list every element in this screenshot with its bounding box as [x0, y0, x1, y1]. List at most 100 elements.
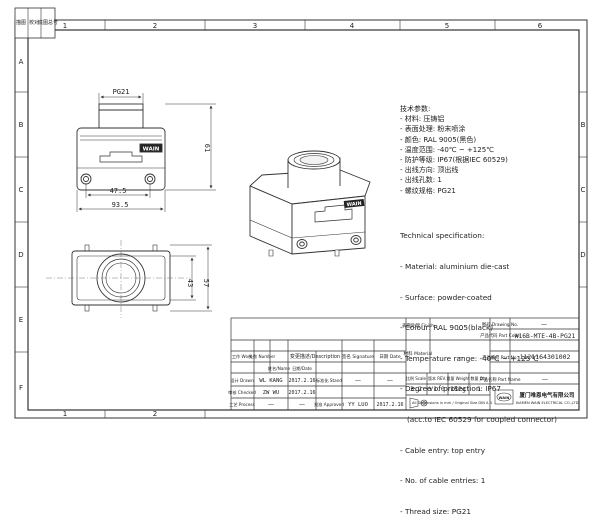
col-label-1-bottom: 1 [63, 410, 67, 418]
dim-width-47-5 [85, 184, 151, 198]
dim-pg21-label: PG21 [113, 88, 130, 96]
row-label-c-right: C [581, 186, 586, 194]
dim-width-93-5 [76, 190, 166, 212]
row1-std-val: — [355, 377, 361, 384]
front-view [76, 103, 166, 191]
front-view-logo: WAIN [143, 147, 160, 153]
row2-name: ZW WU [263, 390, 280, 396]
notes-cn-item: - 出线方向: 顶出线 [400, 166, 459, 175]
front-view-bolt-left [80, 173, 92, 185]
row3-date: — [299, 401, 305, 408]
hdr-work: 工作 Work [232, 353, 253, 360]
scale-label: 比例 Scale [406, 375, 427, 381]
row-label-d: D [18, 251, 23, 259]
corner-stamp-2: 校对 [29, 19, 39, 26]
corner-stamp-1: 描图 [16, 19, 26, 26]
row3-name: — [268, 401, 274, 408]
notes-en-item: (acc.to IEC 60529 for coupled connector) [400, 415, 557, 425]
row1-date: 2017.2.16 [288, 378, 315, 384]
dim-top-57 [170, 244, 212, 312]
dim-top-57-label: 57 [202, 279, 210, 287]
row-label-e: E [19, 316, 23, 324]
material-label: 材料 Material [404, 350, 433, 357]
notes-cn-item: - 材料: 压铸铝 [400, 115, 445, 124]
row1-std-date: — [387, 377, 393, 384]
col-label-2-bottom: 2 [153, 410, 157, 418]
company-logo-icon [494, 389, 514, 405]
notes-cn-item: - 防护等级: IP67(根据IEC 60529) [400, 156, 508, 165]
qty-value: 1 [477, 385, 481, 393]
row1-std: 标准化 Stand [316, 377, 342, 384]
dim-top-43-label: 43 [186, 279, 194, 287]
drawing-canvas: 描图 校对 底图总号 1 2 3 4 5 6 1 2 A B C D E F B… [14, 7, 588, 419]
rev-value: V1.0 [429, 385, 445, 393]
drawing-no-value: — [541, 321, 547, 328]
hdr-date: 日期/Date [292, 366, 312, 372]
notes-en-item: - Cable entry: top entry [400, 445, 486, 455]
hdr-number: 处数 Number [249, 353, 276, 360]
notes-cn: 技术参数: - 材料: 压铸铝 - 表面处理: 粉末喷涂 - 颜色: RAL 9… [400, 104, 580, 196]
front-view-housing [76, 127, 166, 191]
row1-name: WL KANG [259, 378, 282, 384]
part-code-value: W16B-MTE-4B-PG21 [515, 333, 576, 340]
weight-value: 152g [450, 385, 466, 393]
row-label-c: C [19, 186, 24, 194]
corner-stamp-3: 底图总号 [38, 19, 58, 26]
row3-std-date: 2017.2.16 [376, 402, 403, 408]
dim-height-61-label: 61 [203, 144, 211, 152]
part-code-label: 产品代码 Part Code [480, 332, 520, 339]
notes-en-item: - Colour: RAL 9005(black) [400, 323, 494, 333]
row-label-f: F [19, 384, 23, 392]
row3-std: 批准 Approved [314, 401, 344, 408]
front-view-bolt-right [144, 173, 156, 185]
notes-en-item: - Temperature range: -40℃ ~ +125℃ [400, 353, 539, 363]
iso-view [249, 150, 371, 257]
outer-frame [14, 19, 588, 419]
notes-en-item: - Degree of protection: IP67 [400, 384, 502, 394]
corner-stamp: 描图 校对 底图总号 [14, 7, 58, 39]
notes-en-item: - Thread size: PG21 [400, 506, 472, 516]
hdr-date2: 日期 Date [379, 354, 400, 360]
drawing-no-label: 图号 Drawing No. [482, 322, 518, 328]
material-value: — [457, 354, 463, 361]
row-markers [15, 91, 587, 353]
col-label-4: 4 [350, 22, 355, 30]
notes-cn-item: - 出线孔数: 1 [400, 176, 442, 185]
dims-note: All Dimensions in mm / Original Size DIN… [412, 401, 493, 405]
title-block-grid [230, 317, 580, 411]
notes-cn-item: - 螺纹规格: PG21 [400, 186, 456, 195]
hdr-name: 姓名/Name [268, 365, 291, 372]
company-logo-text: WAIN [499, 396, 510, 400]
notes-en-item: - No. of cable entries: 1 [400, 476, 486, 486]
finish-label: 表面处理 Finish [402, 322, 434, 329]
col-label-6: 6 [538, 22, 543, 30]
rev-label: 版本 REV. [428, 375, 446, 381]
col-label-1: 1 [63, 22, 67, 30]
row3-std-val: YY LUO [348, 402, 368, 408]
column-markers [104, 20, 496, 418]
row1-role: 设计 Drawn [230, 377, 254, 384]
row-label-a: A [19, 58, 24, 66]
dim-height-61 [165, 103, 216, 191]
hdr-description: 变更描述/Description [290, 353, 340, 360]
dim-pg21 [98, 93, 144, 104]
row2-date: 2017.2.16 [288, 390, 315, 396]
notes-en-item: - Surface: powder-coated [400, 292, 492, 302]
scale-value: 3:2 [410, 385, 422, 393]
dim-width-93-5-label: 93.5 [112, 201, 129, 209]
front-view-latch [99, 151, 143, 163]
col-label-5: 5 [445, 22, 449, 30]
col-label-3: 3 [253, 22, 257, 30]
company-name-en: XIAMEN WAIN ELECTRICAL CO.,LTD [516, 401, 579, 405]
dim-width-47-5-label: 47.5 [110, 187, 127, 195]
notes-cn-title: 技术参数: [400, 105, 431, 113]
row-label-d-right: D [580, 251, 585, 259]
notes-en: Technical specification: - Material: alu… [400, 211, 580, 527]
part-name-value: — [542, 376, 548, 383]
projection-symbol-icon [409, 397, 428, 409]
finish-value: — [457, 326, 463, 333]
hdr-signature: 签名 Signature [342, 353, 374, 360]
row-label-b-right: B [581, 121, 586, 129]
top-view-centerlines [46, 240, 190, 318]
col-label-2: 2 [153, 22, 157, 30]
